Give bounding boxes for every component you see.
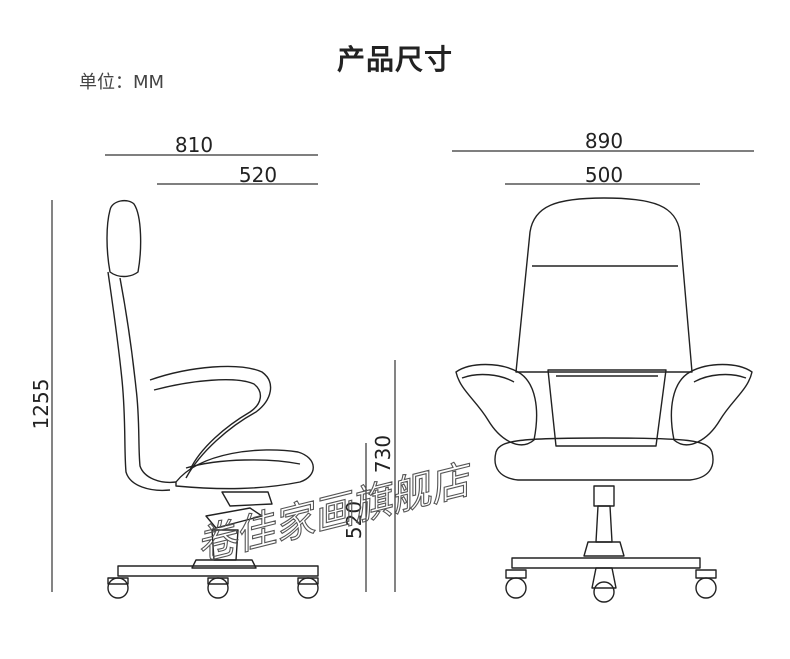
dim-seat-height: 520 [342, 501, 366, 539]
dim-front-width: 890 [585, 129, 623, 153]
dim-arm-height: 730 [371, 435, 395, 473]
dim-side-seat: 520 [239, 163, 277, 187]
shop-watermark: 卷佳家画旗舰店 [191, 456, 479, 570]
dim-front-seat: 500 [585, 163, 623, 187]
side-view-chair [106, 199, 319, 599]
unit-label: 单位：MM [79, 72, 165, 93]
page-title: 产品尺寸 [336, 43, 453, 76]
dim-side-width: 810 [175, 133, 213, 157]
dim-total-height: 1255 [29, 379, 53, 430]
front-view-chair [455, 197, 753, 603]
